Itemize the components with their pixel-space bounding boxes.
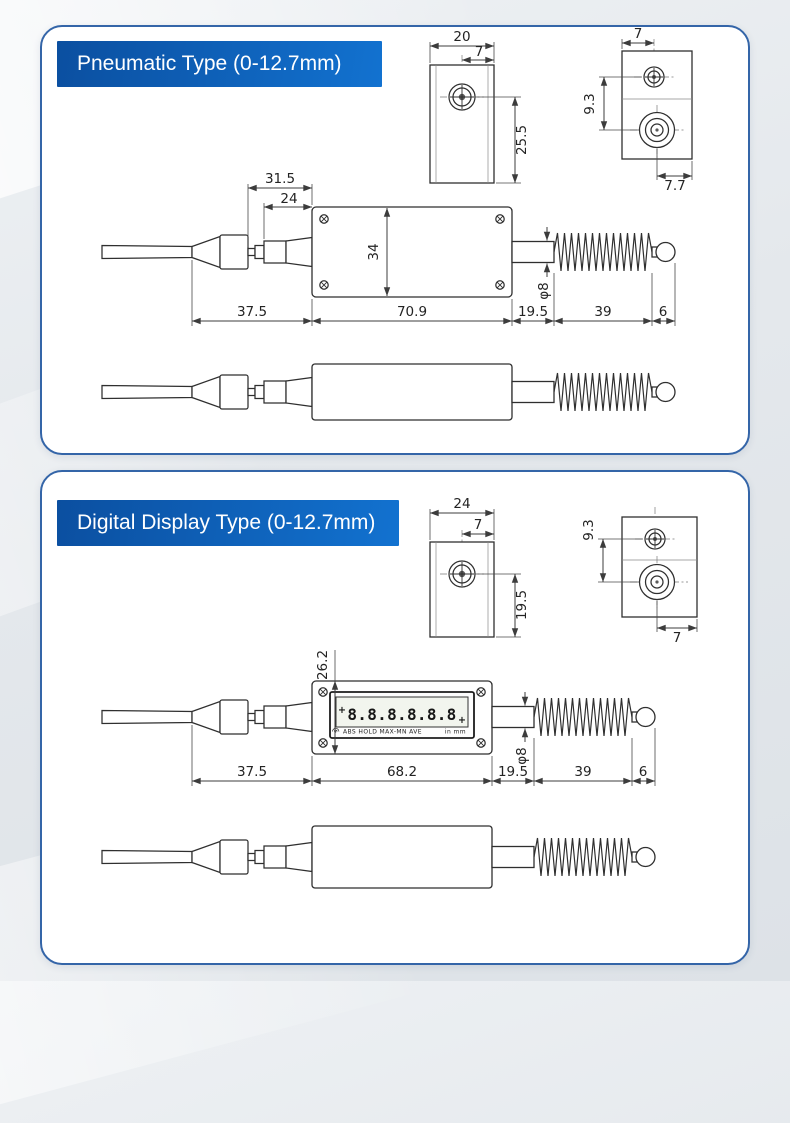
screw-icon xyxy=(448,83,476,111)
probe-body xyxy=(311,363,513,421)
dim-display-height: 26.2 xyxy=(315,650,331,680)
corner-screw-icon xyxy=(319,280,329,290)
probe-spring xyxy=(533,837,633,877)
probe-shaft xyxy=(511,240,555,264)
pneumatic-top-view: 20 7 25.5 xyxy=(429,29,530,184)
top-view-body xyxy=(429,541,495,638)
corner-screw-icon xyxy=(476,738,486,748)
dim-edge-distance: 7 xyxy=(673,630,682,646)
cable-connector xyxy=(101,839,313,875)
digital-top-view: 24 7 19.5 xyxy=(429,496,530,638)
screw-icon xyxy=(448,560,476,588)
pneumatic-profile-view xyxy=(101,363,676,421)
dim-side-offset: 7 xyxy=(634,27,643,42)
corner-screw-icon xyxy=(476,687,486,697)
digital-title: Digital Display Type (0-12.7mm) xyxy=(77,511,376,534)
dim-screw-offset: 7 xyxy=(474,517,483,533)
dim-top-width: 20 xyxy=(453,29,470,45)
dim-chain-spring: 39 xyxy=(574,764,591,780)
dim-chain-body: 70.9 xyxy=(397,304,427,320)
screw-icon xyxy=(643,66,665,88)
dim-hole-pitch: 9.3 xyxy=(582,93,598,114)
lcd-display xyxy=(335,696,469,728)
dim-chain-spring: 39 xyxy=(594,304,611,320)
dim-chain-shaft: 19.5 xyxy=(498,764,528,780)
corner-screw-icon xyxy=(495,214,505,224)
pneumatic-side-view: 7 9.3 7.7 xyxy=(582,27,693,194)
dim-fitting-length: 31.5 xyxy=(265,171,295,187)
dim-top-height: 19.5 xyxy=(514,590,530,620)
dim-edge-distance: 7.7 xyxy=(664,178,685,194)
probe-tip xyxy=(635,706,656,728)
pneumatic-banner: Pneumatic Type (0-12.7mm) xyxy=(57,41,382,87)
dim-chain-tip: 6 xyxy=(659,304,668,320)
corner-screw-icon xyxy=(318,738,328,748)
cable-connector xyxy=(101,374,313,410)
pneumatic-drawing: 20 7 25.5 7 9.3 xyxy=(101,27,693,421)
corner-screw-icon xyxy=(319,214,329,224)
digital-profile-view xyxy=(101,825,656,889)
dim-body-height: 34 xyxy=(366,243,382,260)
cable-connector xyxy=(101,234,313,270)
panel-pneumatic: Pneumatic Type (0-12.7mm) xyxy=(40,25,750,455)
lcd-mode-labels: ABS HOLD MAX-MN AVE xyxy=(343,729,422,736)
top-view-body xyxy=(429,64,495,184)
probe-shaft xyxy=(511,380,555,404)
lcd-unit-labels: in mm xyxy=(445,729,466,736)
corner-screw-icon xyxy=(318,687,328,697)
dim-chain-shaft: 19.5 xyxy=(518,304,548,320)
probe-tip xyxy=(635,846,656,868)
lcd-plus-right: + xyxy=(458,715,466,726)
bushing-icon xyxy=(638,563,676,601)
probe-shaft xyxy=(491,845,535,869)
probe-body xyxy=(311,825,493,889)
dim-probe-diameter: φ8 xyxy=(514,747,530,765)
dim-top-height: 25.5 xyxy=(514,125,530,155)
probe-spring xyxy=(533,697,633,737)
dim-chain-tip: 6 xyxy=(639,764,648,780)
dim-chain-body: 68.2 xyxy=(387,764,417,780)
panel-digital: Digital Display Type (0-12.7mm) xyxy=(40,470,750,965)
probe-tip xyxy=(655,381,676,403)
probe-tip xyxy=(655,241,676,263)
probe-spring xyxy=(553,232,653,272)
digital-banner: Digital Display Type (0-12.7mm) xyxy=(57,500,399,546)
dim-chain-connector: 37.5 xyxy=(237,764,267,780)
pneumatic-title: Pneumatic Type (0-12.7mm) xyxy=(77,52,342,75)
dim-stem-length: 24 xyxy=(280,191,297,207)
dim-hole-pitch: 9.3 xyxy=(581,519,597,540)
dim-chain-connector: 37.5 xyxy=(237,304,267,320)
dim-screw-offset: 7 xyxy=(475,44,484,60)
probe-body xyxy=(311,206,513,298)
cable-connector xyxy=(101,699,313,735)
digital-drawing: 24 7 19.5 9.3 7 xyxy=(101,496,698,889)
probe-shaft xyxy=(491,705,535,729)
digital-main-view: + 8.8.8.8.8.8 + ABS HOLD MAX-MN AVE in m… xyxy=(101,650,656,786)
corner-screw-icon xyxy=(495,280,505,290)
bushing-icon xyxy=(638,111,676,149)
screw-icon xyxy=(644,528,666,550)
lcd-plus-left: + xyxy=(338,705,346,716)
lcd-digits: 8.8.8.8.8.8 xyxy=(347,705,456,724)
dim-probe-diameter: φ8 xyxy=(536,282,552,300)
probe-spring xyxy=(553,372,653,412)
dim-top-width: 24 xyxy=(453,496,470,512)
pneumatic-main-view: 31.5 24 34 φ8 37.5 70.9 19.5 39 6 xyxy=(101,171,676,326)
digital-side-view: 9.3 7 xyxy=(581,507,698,646)
